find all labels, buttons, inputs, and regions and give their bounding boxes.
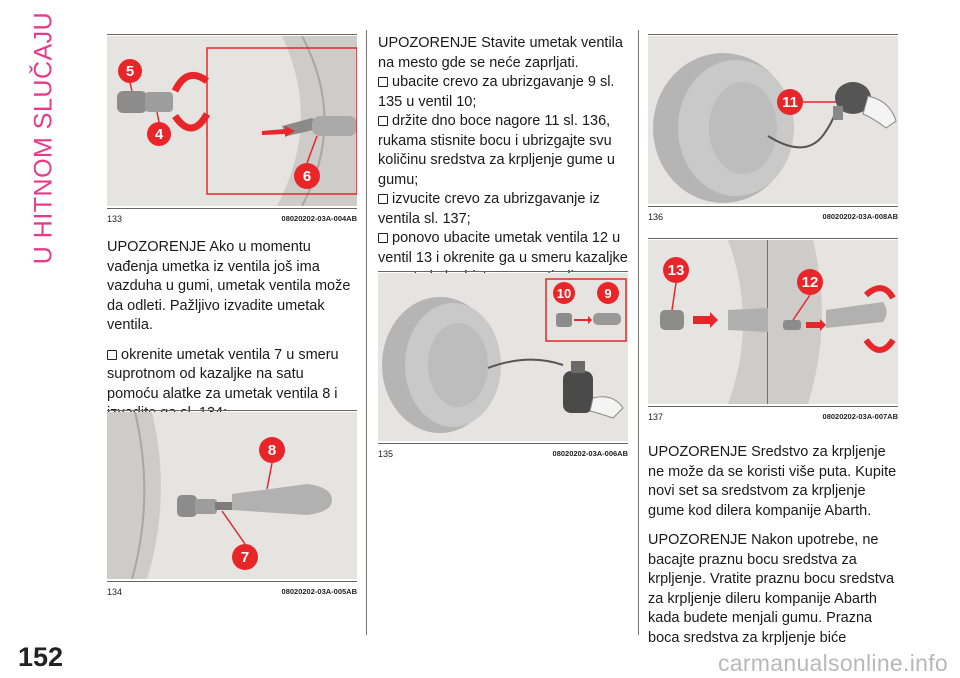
figure-134-image: 8 7 <box>107 412 357 579</box>
figure-133-image: 5 4 6 <box>107 36 357 206</box>
section-title: U HITNOM SLUČAJU <box>24 12 64 264</box>
figure-code: 08020202-03A-004AB <box>281 214 357 223</box>
checkbox-bullet-icon <box>378 116 388 126</box>
callout-9: 9 <box>604 286 611 301</box>
callout-8: 8 <box>268 442 276 459</box>
step-text: držite dno boce nagore 11 sl. 136, rukam… <box>378 113 615 188</box>
column-3-text: UPOZORENJE Sredstvo za krpljenje ne može… <box>648 443 904 658</box>
step-text: izvucite crevo za ubrizgavanje iz ventil… <box>378 191 600 227</box>
figure-code: 08020202-03A-008AB <box>822 212 898 221</box>
callout-6: 6 <box>303 168 311 185</box>
column-1-text: UPOZORENJE Ako u momentu vađenja umetka … <box>107 238 359 434</box>
callout-7: 7 <box>241 549 249 566</box>
figure-136-image: 11 <box>648 36 898 204</box>
section-title-text: U HITNOM SLUČAJU <box>29 11 58 265</box>
callout-11: 11 <box>782 94 798 111</box>
column-divider <box>366 30 367 635</box>
callout-5: 5 <box>126 63 134 80</box>
checkbox-bullet-icon <box>378 77 388 87</box>
page-number: 152 <box>18 642 64 672</box>
figure-135-image: 10 9 <box>378 273 628 441</box>
checkbox-bullet-icon <box>107 349 117 360</box>
figure-135: 10 9 135 08020202-03A-006AB <box>378 271 628 463</box>
callout-10: 10 <box>557 286 571 301</box>
figure-number: 133 <box>107 214 123 224</box>
callout-12: 12 <box>802 274 819 291</box>
warning-text: UPOZORENJE Nakon upotrebe, ne bacajte pr… <box>648 532 895 646</box>
checkbox-bullet-icon <box>378 233 388 243</box>
column-2-text: UPOZORENJE Stavite umetak ventila na mes… <box>378 34 632 288</box>
figure-133: 5 4 6 133 08020202-03A-004AB <box>107 34 357 227</box>
checkbox-bullet-icon <box>378 194 388 204</box>
callout-4: 4 <box>155 126 164 143</box>
warning-text: UPOZORENJE Sredstvo za krpljenje ne može… <box>648 444 897 519</box>
figure-number: 134 <box>107 587 123 597</box>
figure-code: 08020202-03A-007AB <box>822 412 898 421</box>
figure-136: 11 136 08020202-03A-008AB <box>648 34 898 225</box>
warning-text: UPOZORENJE Ako u momentu vađenja umetka … <box>107 239 351 333</box>
warning-text: UPOZORENJE Stavite umetak ventila na mes… <box>378 35 623 71</box>
figure-number: 137 <box>648 412 664 422</box>
figure-137-image: 13 12 <box>648 240 898 404</box>
figure-134: 8 7 134 08020202-03A-005AB <box>107 410 357 600</box>
step-text: ubacite crevo za ubrizgavanje 9 sl. 135 … <box>378 74 615 110</box>
figure-137: 13 12 137 08020202-03A-007AB <box>648 238 898 426</box>
watermark-url[interactable]: carmanualsonline.info <box>717 650 948 676</box>
figure-code: 08020202-03A-006AB <box>552 449 628 458</box>
figure-code: 08020202-03A-005AB <box>281 587 357 596</box>
callout-13: 13 <box>668 262 685 279</box>
figure-number: 136 <box>648 212 664 222</box>
figure-number: 135 <box>378 449 394 459</box>
column-divider <box>638 30 639 635</box>
